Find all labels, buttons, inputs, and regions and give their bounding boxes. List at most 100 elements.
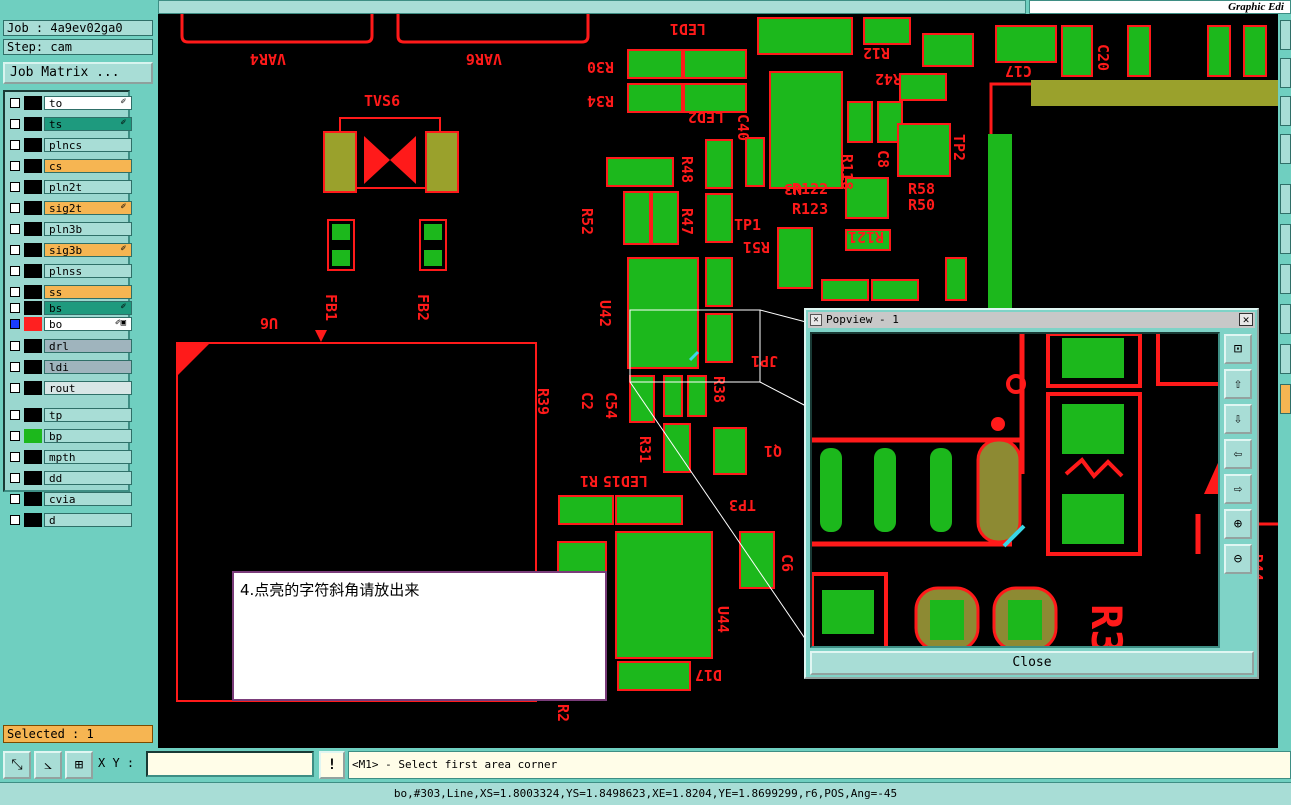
- layer-name[interactable]: cvia: [44, 492, 132, 506]
- layer-name[interactable]: tp: [44, 408, 132, 422]
- layer-checkbox[interactable]: [10, 341, 20, 351]
- layer-checkbox[interactable]: [10, 287, 20, 297]
- layer-checkbox[interactable]: [10, 140, 20, 150]
- layer-row-ss[interactable]: ss: [8, 285, 132, 299]
- layer-name[interactable]: mpth: [44, 450, 132, 464]
- close-button[interactable]: Close: [810, 651, 1254, 675]
- layer-color-swatch[interactable]: [24, 159, 42, 173]
- zoom-in-icon[interactable]: ⊕: [1224, 509, 1252, 539]
- layer-color-swatch[interactable]: [24, 429, 42, 443]
- layer-name[interactable]: bp: [44, 429, 132, 443]
- tool-button[interactable]: [1280, 20, 1291, 50]
- layer-checkbox[interactable]: [10, 319, 20, 329]
- warning-button[interactable]: !: [319, 751, 345, 779]
- popview-canvas[interactable]: R38: [810, 332, 1220, 648]
- layer-color-swatch[interactable]: [24, 360, 42, 374]
- layer-checkbox[interactable]: [10, 452, 20, 462]
- layer-name[interactable]: sig3b: [44, 243, 132, 257]
- tool-button[interactable]: [1280, 264, 1291, 294]
- layer-row-dd[interactable]: dd: [8, 471, 132, 485]
- layer-checkbox[interactable]: [10, 266, 20, 276]
- layer-name[interactable]: ts: [44, 117, 132, 131]
- layer-name[interactable]: rout: [44, 381, 132, 395]
- layer-row-plncs[interactable]: plncs: [8, 138, 132, 152]
- layer-name[interactable]: ss: [44, 285, 132, 299]
- layer-color-swatch[interactable]: [24, 201, 42, 215]
- layer-checkbox[interactable]: [10, 203, 20, 213]
- window-menu-icon[interactable]: ✕: [810, 314, 822, 326]
- tool-button[interactable]: [1280, 96, 1291, 126]
- layer-color-swatch[interactable]: [24, 513, 42, 527]
- measure-icon[interactable]: ⦣: [34, 751, 62, 779]
- layer-row-bp[interactable]: bp: [8, 429, 132, 443]
- layer-row-sig2t[interactable]: sig2t✐: [8, 201, 132, 215]
- layer-color-swatch[interactable]: [24, 381, 42, 395]
- layer-row-ts[interactable]: ts✐: [8, 117, 132, 131]
- layer-checkbox[interactable]: [10, 98, 20, 108]
- layer-color-swatch[interactable]: [24, 301, 42, 315]
- layer-name[interactable]: bs: [44, 301, 132, 315]
- layer-color-swatch[interactable]: [24, 450, 42, 464]
- layer-row-bs[interactable]: bs✐: [8, 301, 132, 315]
- layer-row-sig3b[interactable]: sig3b✐: [8, 243, 132, 257]
- layer-row-pln3b[interactable]: pln3b: [8, 222, 132, 236]
- layer-color-swatch[interactable]: [24, 243, 42, 257]
- layer-color-swatch[interactable]: [24, 408, 42, 422]
- layer-name[interactable]: drl: [44, 339, 132, 353]
- tool-button[interactable]: [1280, 304, 1291, 334]
- layer-name[interactable]: pln3b: [44, 222, 132, 236]
- layer-row-ldi[interactable]: ldi: [8, 360, 132, 374]
- layer-checkbox[interactable]: [10, 383, 20, 393]
- layer-row-to[interactable]: to✐: [8, 96, 132, 110]
- layer-color-swatch[interactable]: [24, 317, 42, 331]
- layer-row-mpth[interactable]: mpth: [8, 450, 132, 464]
- layer-color-swatch[interactable]: [24, 180, 42, 194]
- tool-button[interactable]: [1280, 134, 1291, 164]
- zoom-out-icon[interactable]: ⊖: [1224, 544, 1252, 574]
- layer-name[interactable]: d: [44, 513, 132, 527]
- layer-row-drl[interactable]: drl: [8, 339, 132, 353]
- layer-checkbox[interactable]: [10, 362, 20, 372]
- layer-name[interactable]: to: [44, 96, 132, 110]
- layer-color-swatch[interactable]: [24, 264, 42, 278]
- layer-row-d[interactable]: d: [8, 513, 132, 527]
- layer-checkbox[interactable]: [10, 431, 20, 441]
- pan-up-icon[interactable]: ⇧: [1224, 369, 1252, 399]
- grid-snap-icon[interactable]: ⊞: [65, 751, 93, 779]
- layer-checkbox[interactable]: [10, 473, 20, 483]
- layer-checkbox[interactable]: [10, 245, 20, 255]
- layer-row-cs[interactable]: cs: [8, 159, 132, 173]
- tool-button[interactable]: [1280, 224, 1291, 254]
- pan-down-icon[interactable]: ⇩: [1224, 404, 1252, 434]
- layer-name[interactable]: plncs: [44, 138, 132, 152]
- popview-window[interactable]: Popview - 1 ✕ ✕: [804, 308, 1259, 679]
- layer-name[interactable]: dd: [44, 471, 132, 485]
- layer-row-bo[interactable]: bo✐▣: [8, 317, 132, 331]
- tool-button[interactable]: [1280, 58, 1291, 88]
- tool-button[interactable]: [1280, 384, 1291, 414]
- tool-button[interactable]: [1280, 344, 1291, 374]
- layer-name[interactable]: sig2t: [44, 201, 132, 215]
- job-matrix-button[interactable]: Job Matrix ...: [3, 62, 153, 84]
- layer-row-cvia[interactable]: cvia: [8, 492, 132, 506]
- layer-checkbox[interactable]: [10, 410, 20, 420]
- layer-name[interactable]: ldi: [44, 360, 132, 374]
- layer-list-scrollbar[interactable]: [132, 90, 154, 492]
- layer-color-swatch[interactable]: [24, 117, 42, 131]
- layer-name[interactable]: cs: [44, 159, 132, 173]
- layer-color-swatch[interactable]: [24, 222, 42, 236]
- layer-checkbox[interactable]: [10, 494, 20, 504]
- pan-right-icon[interactable]: ⇨: [1224, 474, 1252, 504]
- layer-checkbox[interactable]: [10, 224, 20, 234]
- layer-row-plnss[interactable]: plnss: [8, 264, 132, 278]
- layer-row-pln2t[interactable]: pln2t: [8, 180, 132, 194]
- close-icon[interactable]: ✕: [1239, 313, 1253, 326]
- layer-checkbox[interactable]: [10, 119, 20, 129]
- pan-left-icon[interactable]: ⇦: [1224, 439, 1252, 469]
- layer-name[interactable]: plnss: [44, 264, 132, 278]
- layer-name[interactable]: bo: [44, 317, 132, 331]
- layer-color-swatch[interactable]: [24, 492, 42, 506]
- layer-color-swatch[interactable]: [24, 339, 42, 353]
- layer-row-tp[interactable]: tp: [8, 408, 132, 422]
- layer-color-swatch[interactable]: [24, 96, 42, 110]
